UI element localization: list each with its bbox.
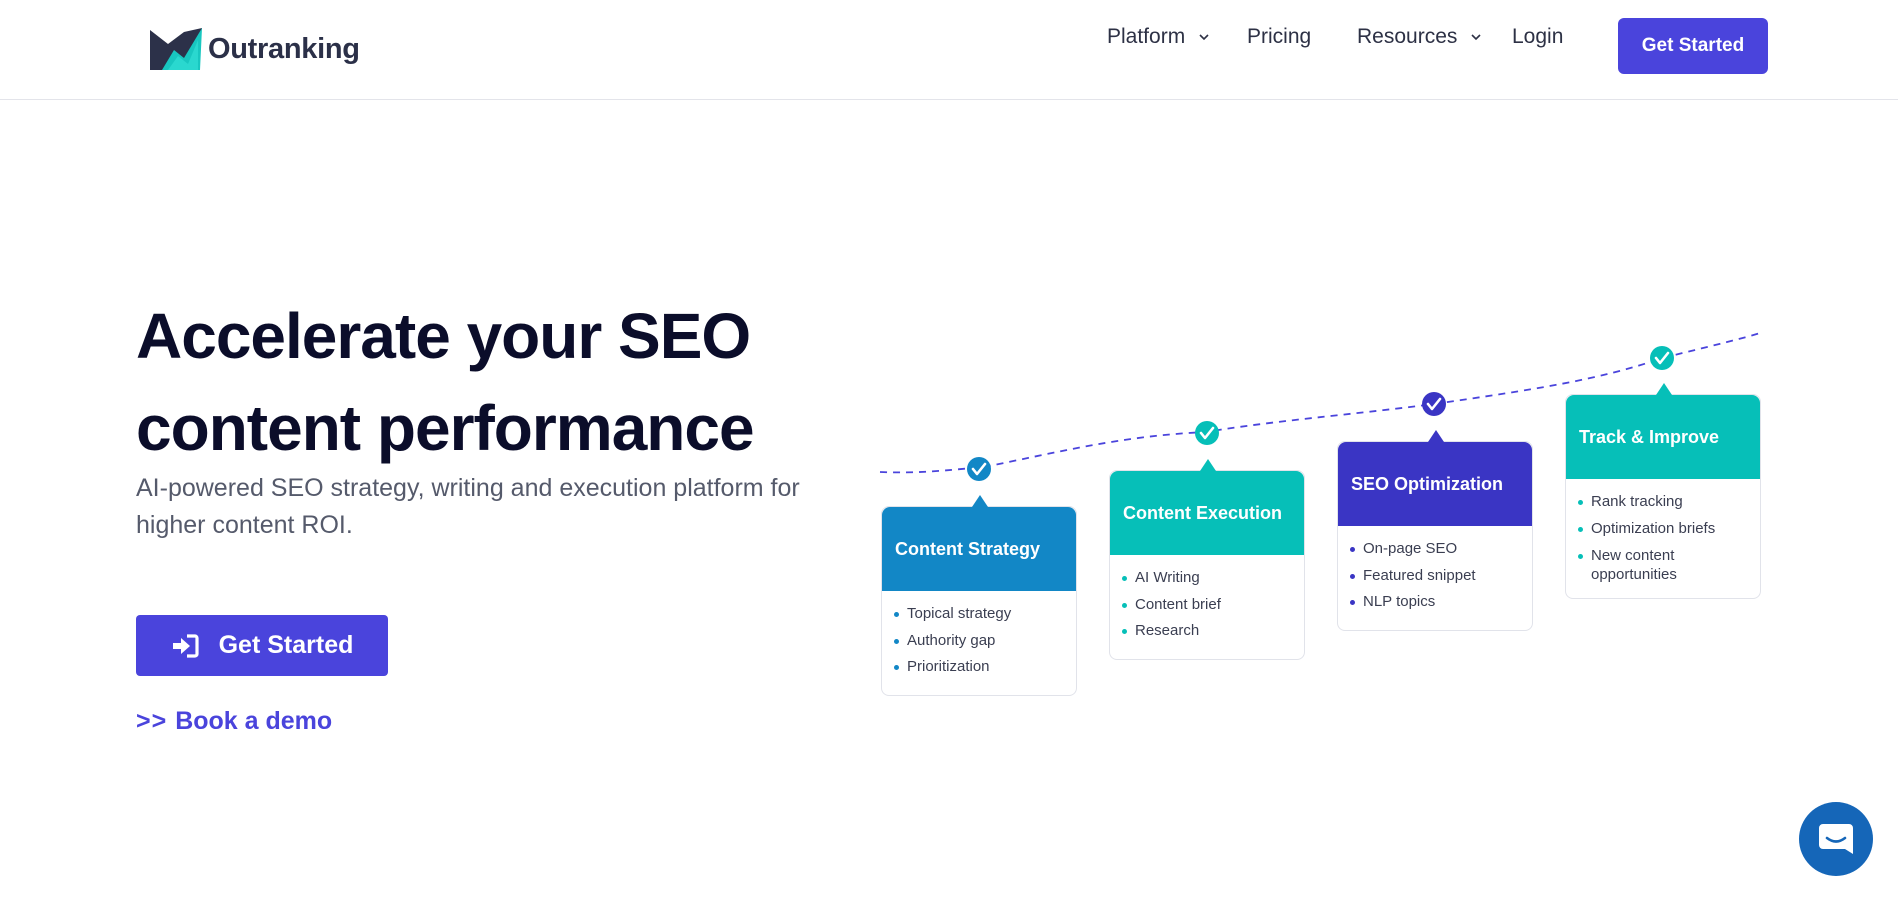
check-icon: [967, 457, 991, 481]
step-card-seo-optimization: SEO Optimization On-page SEO Featured sn…: [1337, 430, 1533, 631]
step-card-list: On-page SEO Featured snippet NLP topics: [1338, 526, 1532, 630]
step-card-header: Track & Improve: [1566, 383, 1760, 479]
nav-resources-label: Resources: [1357, 25, 1458, 48]
step-card-list: Topical strategy Authority gap Prioritiz…: [882, 591, 1076, 695]
outranking-logo-icon: [150, 28, 202, 70]
list-item: Research: [1122, 618, 1292, 645]
chevron-down-icon: [1199, 34, 1209, 41]
list-item: New content opportunities: [1578, 546, 1748, 584]
step-card-header: SEO Optimization: [1338, 430, 1532, 526]
hero-subtitle: AI-powered SEO strategy, writing and exe…: [136, 470, 856, 544]
list-item: Rank tracking: [1578, 489, 1748, 516]
step-card-title: Content Strategy: [895, 538, 1041, 559]
step-card-content-execution: Content Execution AI Writing Content bri…: [1109, 459, 1305, 660]
step-card-list: Rank tracking Optimization briefs New co…: [1566, 479, 1760, 598]
header-get-started-button[interactable]: Get Started: [1618, 18, 1768, 74]
demo-arrows: >>: [136, 707, 168, 735]
list-item: Authority gap: [894, 628, 1064, 655]
nav-pricing-label: Pricing: [1247, 25, 1312, 48]
step-card-list: AI Writing Content brief Research: [1110, 555, 1304, 659]
step-card-header: Content Execution: [1110, 459, 1304, 555]
nav-login-label: Login: [1512, 25, 1564, 48]
card-notch: [1428, 430, 1444, 442]
book-demo-link[interactable]: >>Book a demo: [136, 707, 332, 736]
step-card-title: Track & Improve: [1579, 426, 1720, 447]
chat-icon: [1819, 824, 1853, 854]
nav-platform-label: Platform: [1107, 25, 1186, 48]
step-card-title: Content Execution: [1123, 502, 1283, 523]
list-item: AI Writing: [1122, 565, 1292, 592]
list-item: Prioritization: [894, 654, 1064, 681]
step-card-track-improve: Track & Improve Rank tracking Optimizati…: [1565, 383, 1761, 599]
hero-subtitle-line-2: higher content ROI.: [136, 511, 353, 539]
hero-title: Accelerate your SEO content performance: [136, 290, 896, 474]
chevron-down-icon: [1471, 34, 1481, 41]
list-item: On-page SEO: [1350, 536, 1520, 563]
sign-in-icon: [172, 633, 199, 658]
list-item: Content brief: [1122, 592, 1292, 619]
card-notch: [1200, 459, 1216, 471]
step-card-header: Content Strategy: [882, 495, 1076, 591]
card-notch: [972, 495, 988, 507]
hero-get-started-button[interactable]: Get Started: [136, 615, 388, 676]
list-item: Topical strategy: [894, 601, 1064, 628]
step-card-content-strategy: Content Strategy Topical strategy Author…: [881, 495, 1077, 696]
hero-subtitle-line-1: AI-powered SEO strategy, writing and exe…: [136, 474, 800, 502]
nav-login[interactable]: Login: [1512, 25, 1563, 49]
nav-pricing[interactable]: Pricing: [1247, 25, 1311, 49]
nav-platform[interactable]: Platform: [1107, 25, 1209, 49]
hero-title-line-1: Accelerate your SEO: [136, 300, 751, 372]
list-item: NLP topics: [1350, 589, 1520, 616]
list-item: Optimization briefs: [1578, 516, 1748, 543]
chat-launcher-button[interactable]: [1799, 802, 1873, 876]
logo-text: Outranking: [208, 32, 360, 65]
hero-title-line-2: content performance: [136, 392, 755, 464]
step-card-title: SEO Optimization: [1351, 473, 1504, 494]
check-icon: [1422, 392, 1446, 416]
check-icon: [1195, 421, 1219, 445]
hero-get-started-label: Get Started: [218, 631, 354, 659]
card-notch: [1656, 383, 1672, 395]
demo-label: Book a demo: [175, 707, 333, 735]
check-icon: [1650, 346, 1674, 370]
nav-resources[interactable]: Resources: [1357, 25, 1481, 49]
list-item: Featured snippet: [1350, 563, 1520, 590]
logo[interactable]: Outranking: [148, 26, 360, 72]
site-header: Outranking Platform Pricing Resources Lo…: [0, 0, 1898, 100]
